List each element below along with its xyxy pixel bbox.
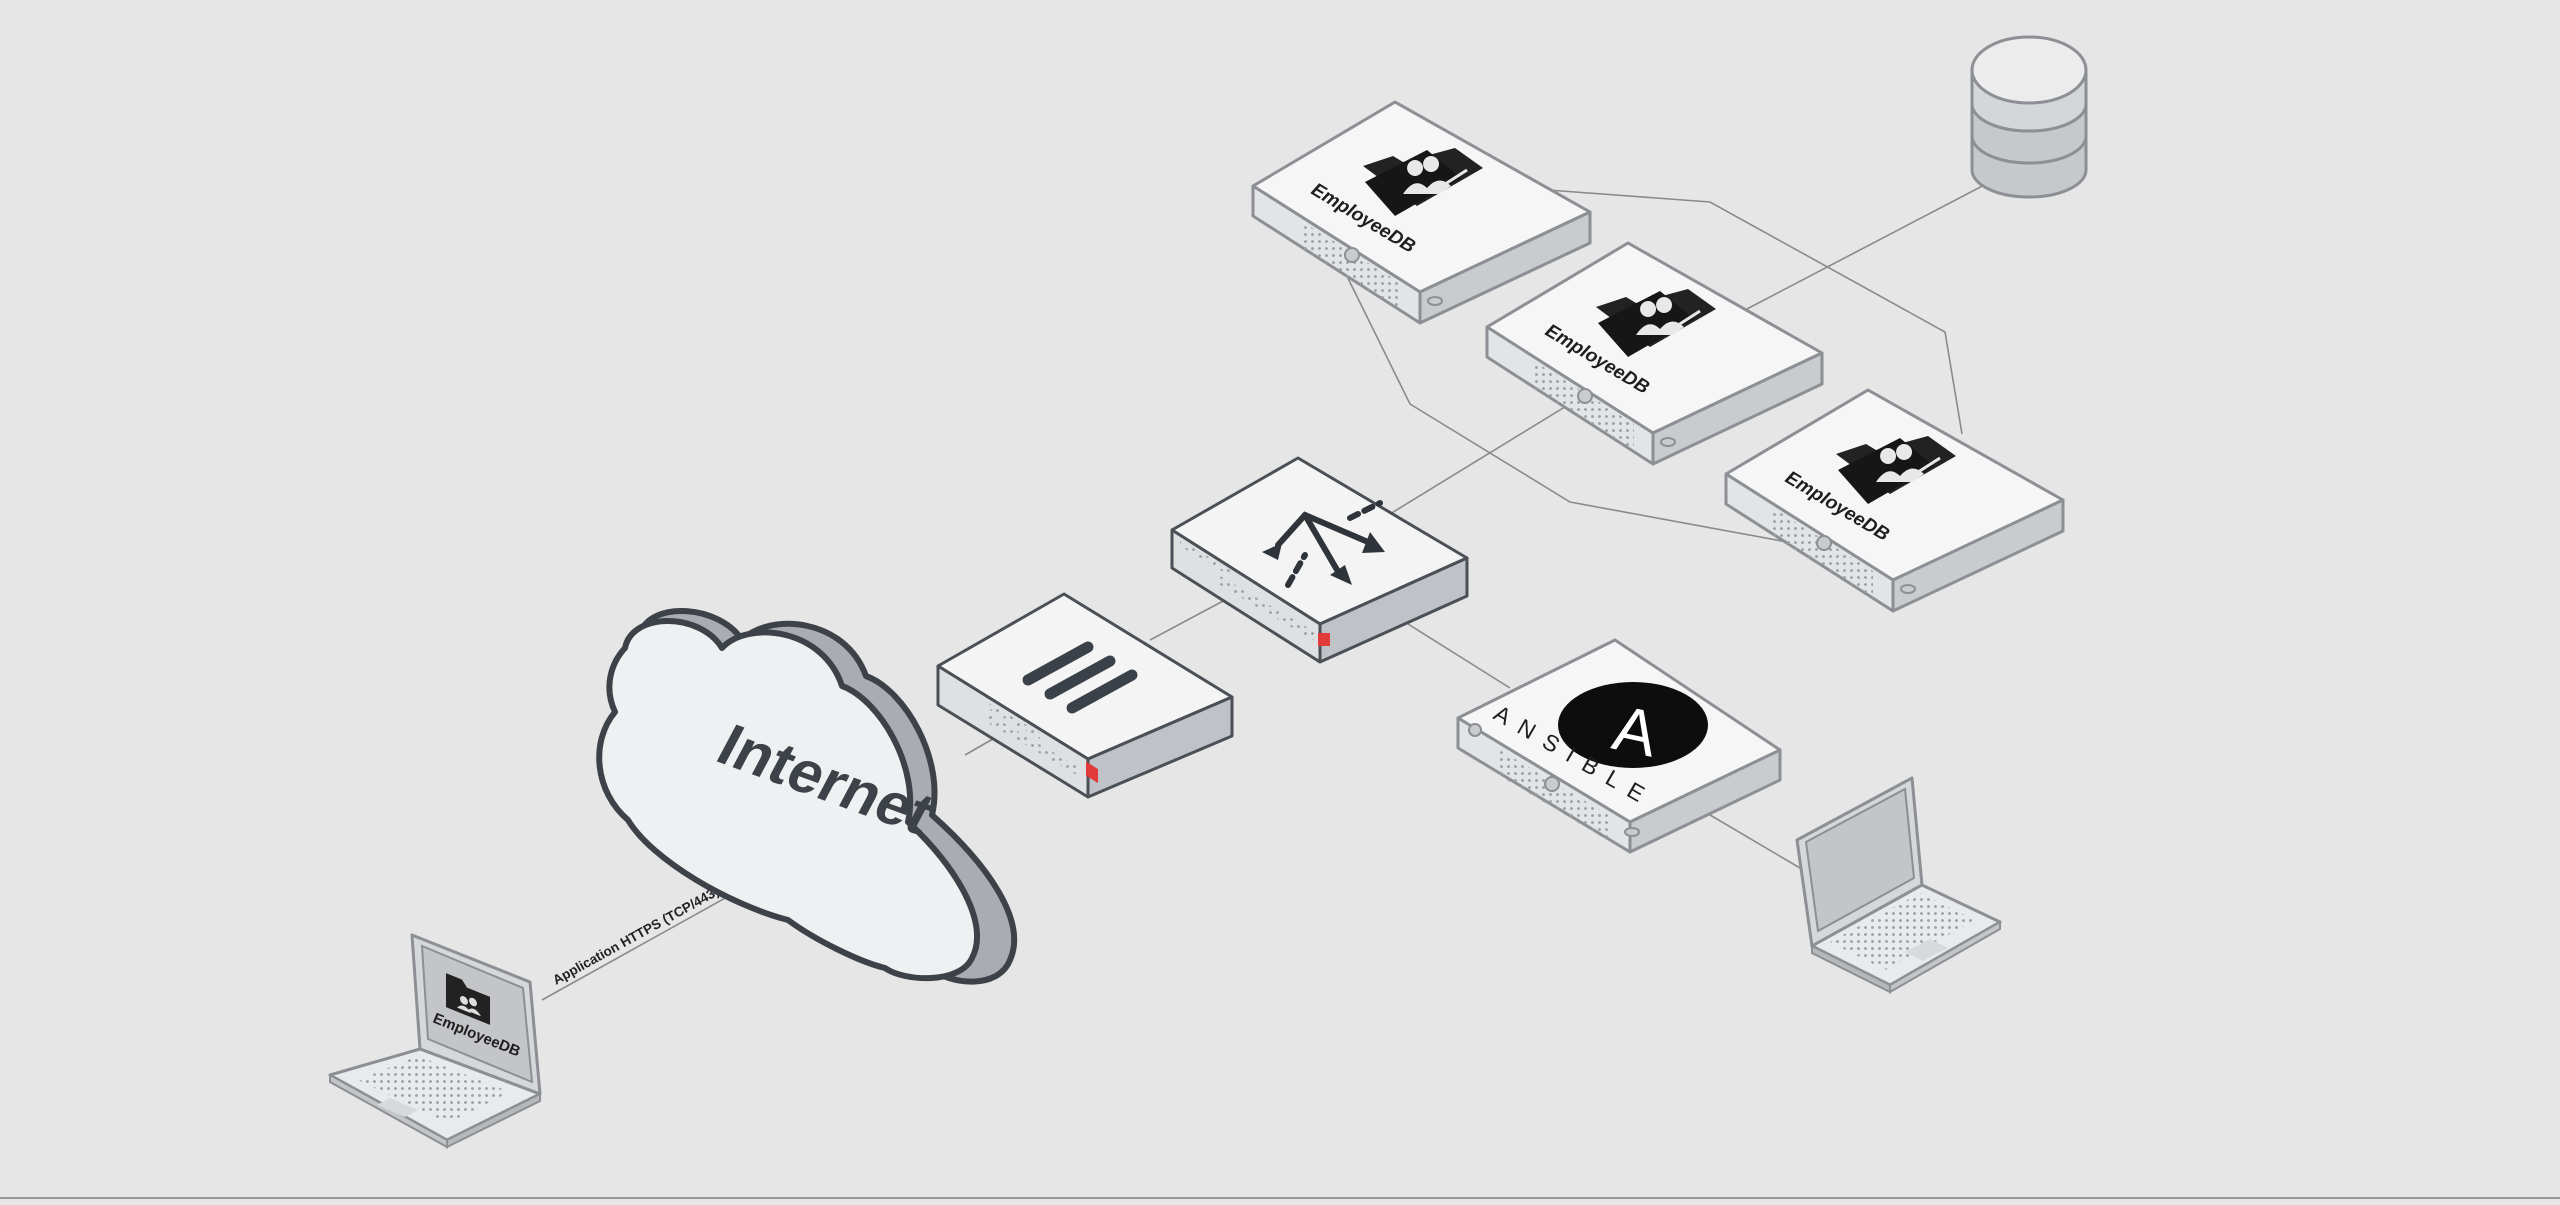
employeedb-server-2[interactable]: EmployeeDB — [1485, 241, 1824, 466]
employee-folder-icon — [1363, 148, 1483, 216]
three-bars-icon — [1022, 641, 1138, 714]
link-server-1-to-server-3 — [1339, 261, 1821, 549]
client-laptop[interactable]: EmployeeDB — [328, 933, 542, 1149]
employee-folder-icon — [1836, 436, 1956, 504]
link-loadbalancer-to-server-2 — [1389, 393, 1587, 515]
link-ansible-to-admin-laptop — [1704, 811, 1801, 869]
employeedb-server-3[interactable]: EmployeeDB — [1724, 388, 2065, 613]
link-server-2-to-database — [1744, 181, 1991, 311]
ansible-server[interactable]: A ANSIBLE — [1456, 638, 1782, 854]
employee-folder-icon — [446, 973, 490, 1025]
load-balancer-appliance[interactable] — [1170, 456, 1469, 664]
link-loadbalancer-to-ansible — [1407, 623, 1511, 689]
internet-cloud[interactable]: Internet — [596, 607, 1018, 985]
link-client-to-internet — [541, 886, 746, 1001]
admin-laptop[interactable] — [1795, 776, 2002, 994]
database-icon[interactable] — [1970, 35, 2088, 199]
load-balancer-arrows-icon — [1262, 500, 1385, 588]
load-balancer-ports — [1180, 540, 1315, 641]
firewall-ports — [985, 701, 1080, 777]
ansible-logo-icon: A — [1558, 682, 1708, 771]
employee-folder-icon — [1596, 289, 1716, 357]
employeedb-server-1[interactable]: EmployeeDB — [1251, 100, 1592, 325]
firewall-status-indicator — [1086, 761, 1098, 784]
load-balancer-status-indicator — [1318, 633, 1330, 646]
client-link-label: Application HTTPS (TCP/443) — [550, 884, 721, 988]
connection-lines — [541, 181, 1991, 1001]
firewall-appliance[interactable] — [936, 592, 1234, 799]
